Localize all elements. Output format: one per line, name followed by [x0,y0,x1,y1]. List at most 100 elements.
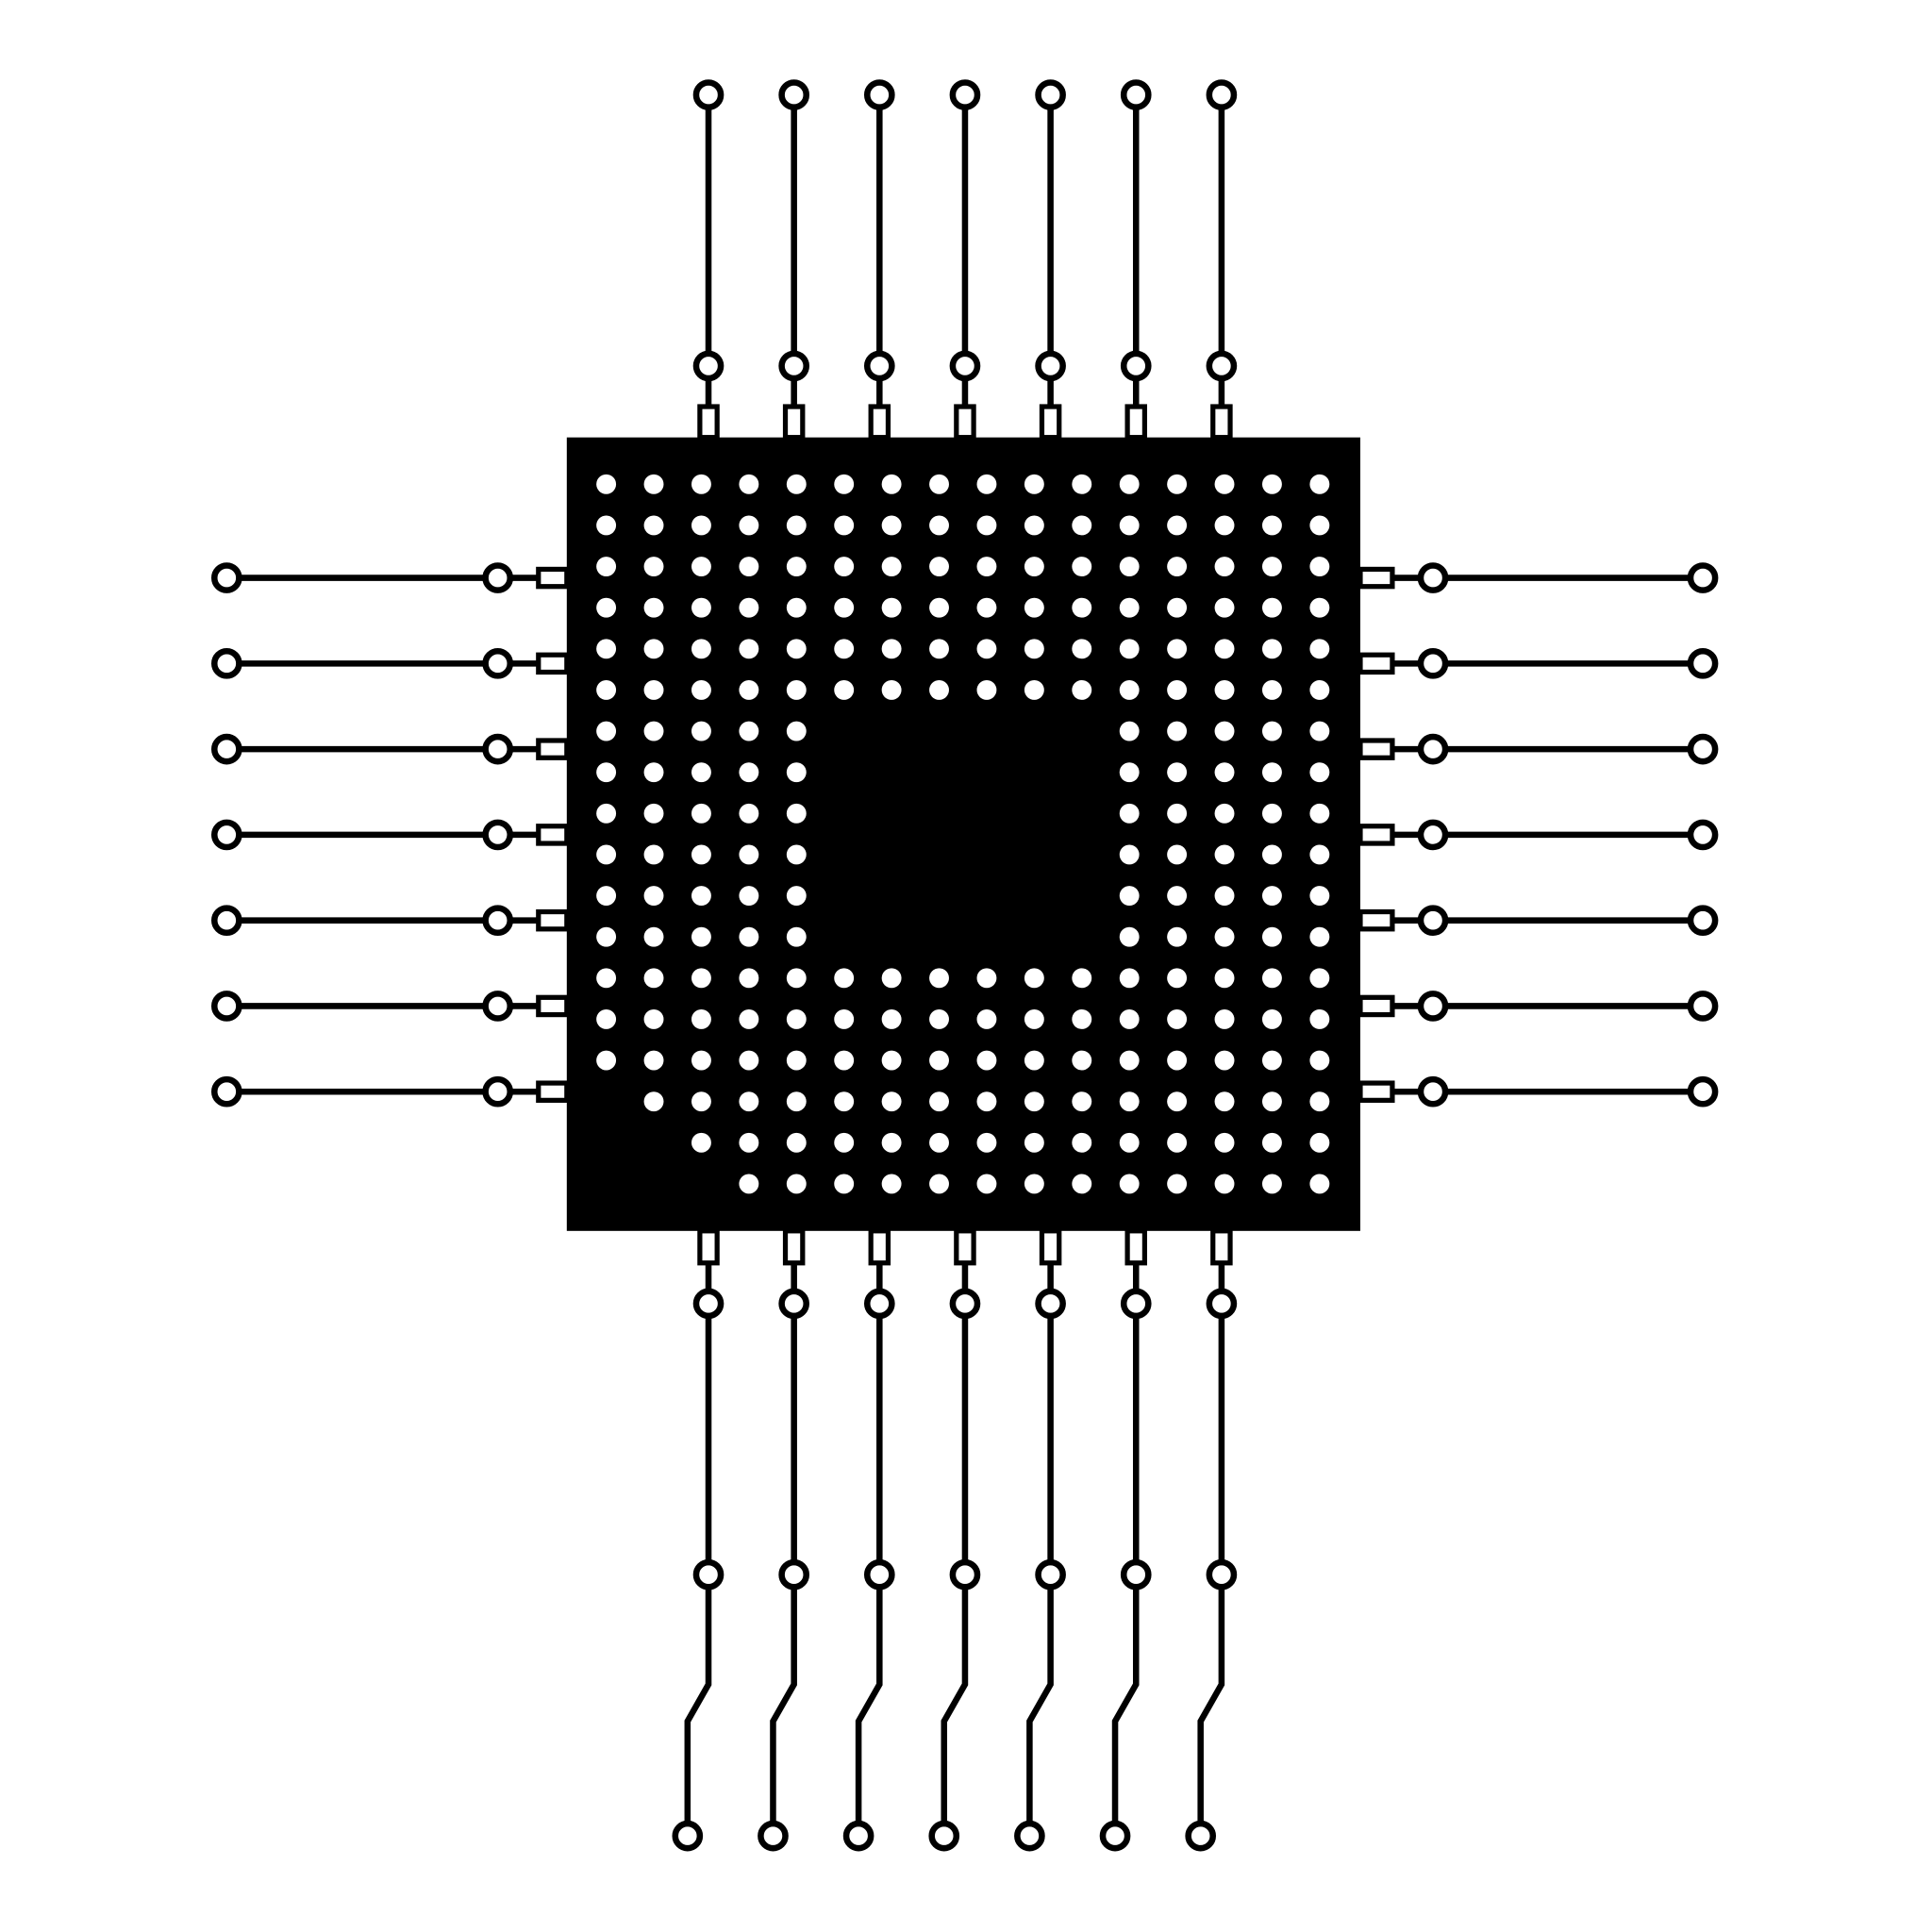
solder-ball [1072,679,1092,700]
solder-ball [834,515,855,536]
solder-ball [596,515,617,536]
solder-ball [881,1132,902,1153]
solder-ball [929,1050,949,1071]
solder-ball [786,557,807,577]
solder-ball [929,1091,949,1112]
via-pad [863,350,895,382]
pin-pad [1124,404,1147,441]
solder-ball [881,557,902,577]
solder-ball [929,597,949,618]
pin-pad [536,994,570,1018]
via-pad [211,733,242,765]
pin-pad [782,1228,806,1266]
via-pad [1035,1288,1066,1320]
solder-ball [786,762,807,783]
solder-ball [1214,597,1235,618]
solder-ball [691,1050,711,1071]
pin-top [778,79,809,441]
solder-ball [739,803,759,824]
solder-ball [976,1008,997,1029]
solder-ball [1167,721,1188,741]
solder-ball [1167,474,1188,494]
solder-ball [1261,639,1282,659]
solder-ball [786,1091,807,1112]
solder-ball [786,1174,807,1194]
via-pad [1417,819,1449,851]
pin-pad [1357,908,1395,932]
solder-ball [1167,639,1188,659]
solder-ball [1167,1050,1188,1071]
trace [770,1587,797,1824]
pin-pad [697,404,720,441]
pin-right [1357,1075,1719,1108]
pin-top [1206,79,1238,441]
via-pad [1035,350,1066,382]
solder-ball [1214,926,1235,947]
solder-ball [691,1132,711,1153]
chip-body [566,437,1360,1231]
solder-ball [1119,515,1140,536]
solder-ball [1024,474,1044,494]
solder-ball [976,1091,997,1112]
solder-ball [739,639,759,659]
pin-pad [536,824,570,846]
solder-ball [596,803,617,824]
solder-ball [881,679,902,700]
solder-ball [1214,721,1235,741]
solder-ball [976,1132,997,1153]
solder-ball [643,679,664,700]
pin-pad [868,404,891,441]
via-pad [863,1288,895,1320]
solder-ball [1261,886,1282,906]
solder-ball [1024,679,1044,700]
solder-ball [1167,679,1188,700]
solder-ball [1214,886,1235,906]
solder-ball [834,1132,855,1153]
solder-ball [691,597,711,618]
solder-ball [1214,679,1235,700]
solder-ball [739,557,759,577]
solder-ball [1309,679,1330,700]
solder-ball [881,474,902,494]
solder-ball [1119,597,1140,618]
solder-ball [1024,1091,1044,1112]
via-pad [482,991,513,1022]
solder-ball [1261,557,1282,577]
via-pad [1035,79,1066,110]
pin-pad [954,1228,976,1266]
pin-pad [1039,1228,1062,1266]
solder-ball [739,474,759,494]
solder-ball [1072,1008,1092,1029]
pin-right [1357,733,1719,765]
solder-ball [881,1050,902,1071]
solder-ball [643,515,664,536]
solder-ball [1072,515,1092,536]
solder-ball [1214,762,1235,783]
via-pad [778,1558,809,1591]
via-pad [778,79,809,110]
solder-ball [881,515,902,536]
pin-pad [868,1228,891,1266]
solder-ball [929,679,949,700]
solder-ball [976,515,997,536]
via-pad [1120,1288,1152,1320]
solder-ball [834,474,855,494]
solder-ball [929,1174,949,1194]
solder-ball [596,474,617,494]
solder-ball [1309,721,1330,741]
solder-ball [1072,1174,1092,1194]
via-pad [863,1558,895,1591]
solder-ball [1214,1132,1235,1153]
solder-ball [1261,1132,1282,1153]
pin-top [949,79,981,441]
solder-ball [929,474,949,494]
via-pad [482,562,513,593]
solder-ball [691,557,711,577]
solder-ball [1119,968,1140,989]
solder-ball [739,926,759,947]
pin-pad [1124,1228,1147,1266]
solder-ball [1261,968,1282,989]
solder-ball [739,1174,759,1194]
solder-ball [1261,679,1282,700]
pin-pad [536,652,570,675]
